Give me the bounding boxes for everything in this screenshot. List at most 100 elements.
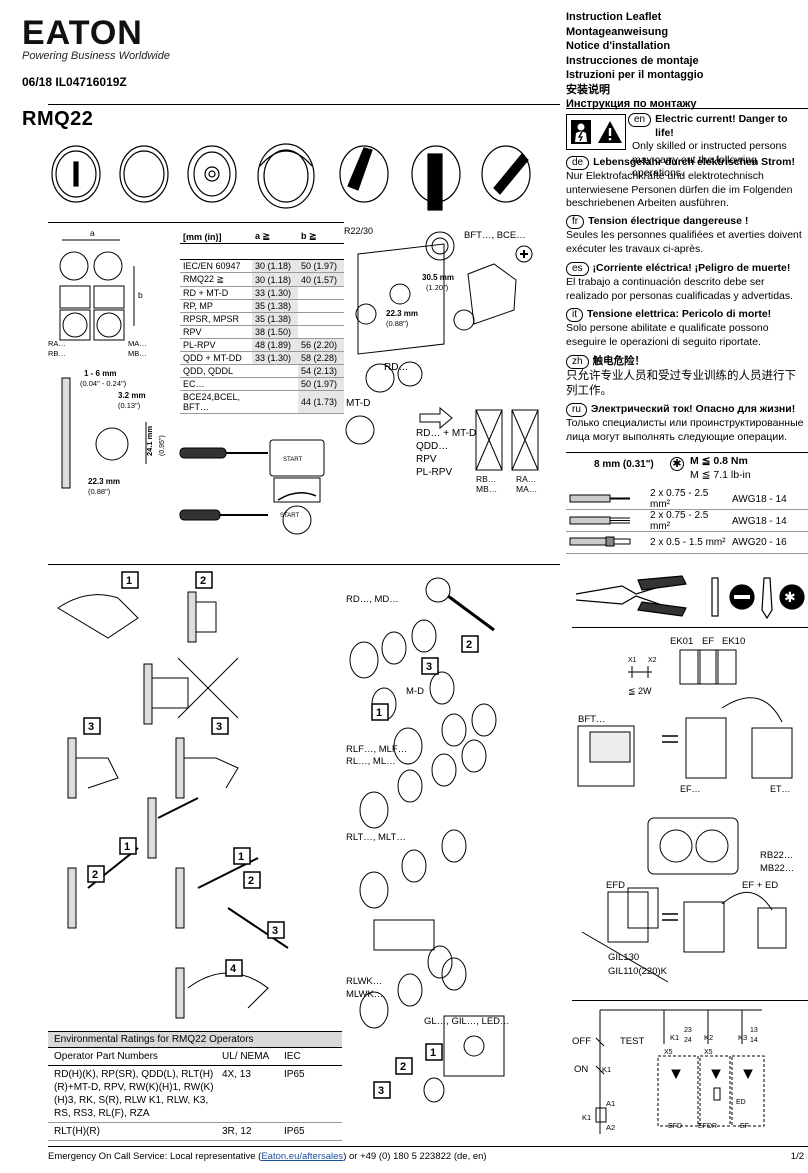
warning-triangle-icon (597, 121, 622, 143)
warning-text-es: El trabajo a continuación descrito debe … (566, 276, 794, 302)
warning-text-it: Solo persone abilitate e qualificate pos… (566, 322, 769, 348)
mb-label: MB… (128, 349, 147, 358)
rd-label: RD… (384, 362, 408, 373)
table-row: RD(H)(K), RP(SR), QDD(L), RLT(H)(R)+MT-D… (48, 1066, 342, 1123)
mid-step-2b-label: 2 (400, 1061, 406, 1073)
rdlist-3: PL-RPV (416, 467, 452, 478)
dim-cell: 38 (1.50) (252, 325, 298, 339)
aftersales-link[interactable]: Eaton.eu/aftersales (261, 1151, 344, 1162)
step-2-label: 2 (200, 575, 206, 587)
dim-header-b: b ≧ (298, 230, 344, 244)
header-rule (48, 104, 560, 105)
wire-size-0: 2 x 0.75 - 2.5 mm² (650, 488, 709, 510)
dim-header-unit: [mm (in)] (180, 230, 252, 244)
step-3-label: 3 (88, 721, 94, 733)
bft-acc-label: BFT… (578, 714, 605, 725)
dim-cell: 35 (1.38) (252, 299, 298, 313)
k3-label: K3 (738, 1033, 747, 1042)
tagline: Powering Business Worldwide (22, 50, 170, 62)
dim-cell: 44 (1.73) (298, 390, 344, 414)
section-rule-circuit (572, 1000, 808, 1001)
step-2c-label: 2 (248, 875, 254, 887)
rdlist-1: QDD… (416, 441, 448, 452)
dim-b-label: b (138, 290, 143, 300)
table-row: RLT(H)(R) 3R, 12 IP65 (48, 1123, 342, 1141)
wire-ferrule-icon (569, 536, 631, 547)
env-header-ul: UL/ NEMA (222, 1051, 270, 1062)
env-table-header: Operator Part Numbers UL/ NEMA IEC (48, 1048, 342, 1066)
terminal-13: 13 (750, 1027, 758, 1034)
ek10-label: EK10 (722, 636, 745, 647)
thickness-label: 1 - 6 mm (84, 369, 116, 378)
ek01-label: EK01 (670, 636, 693, 647)
warning-heading-it: Tensione elettrica: Pericolo di morte! (587, 308, 772, 320)
x5-label-2: X5 (704, 1049, 713, 1056)
leaflet-title-ru: Инструкция по монтажу (566, 98, 697, 110)
warnings-top-rule (566, 108, 808, 109)
rdlist-0: RD… + MT-D (416, 428, 476, 439)
dim-cell: IEC/EN 60947 (180, 259, 252, 273)
dim-cell: EC… (180, 377, 252, 391)
flush-button-plain-drawing (119, 145, 169, 203)
table-row: EC…50 (1.97) (180, 377, 344, 391)
dim-cell: RPV (180, 325, 252, 339)
dim-cell: 56 (2.20) (298, 338, 344, 352)
document-id: 06/18 IL04716019Z (22, 75, 127, 89)
illuminated-button-drawing (187, 145, 237, 203)
on-label: ON (574, 1064, 588, 1075)
lang-pill-ru: ru (566, 403, 587, 417)
dim-header-a: a ≧ (252, 230, 298, 244)
dim-cell: RD + MT-D (180, 286, 252, 300)
efd-circuit-label: EFD (668, 1123, 682, 1130)
ef-ed-label: EF + ED (742, 880, 778, 891)
dim-cell: 58 (2.28) (298, 351, 344, 365)
environmental-ratings-table: Environmental Ratings for RMQ22 Operator… (48, 1031, 342, 1141)
lang-pill-it: it (566, 308, 583, 322)
diam-223-inch-label: (0.88") (386, 319, 409, 328)
dim-a-label: a (90, 228, 95, 238)
torx-icon: ✱ (670, 457, 684, 471)
key-switch-drawing (411, 145, 461, 211)
section-rule-left (48, 222, 344, 223)
dim-cell: 50 (1.97) (298, 259, 344, 273)
k1-label: K1 (670, 1033, 679, 1042)
terminal-14: 14 (750, 1037, 758, 1044)
step-1c-label: 1 (238, 851, 244, 863)
step-1-label: 1 (126, 575, 132, 587)
footer-prefix: Emergency On Call Service: Local represe… (48, 1151, 262, 1162)
warning-heading-de: Lebensgefahr durch elektrischen Strom! (593, 156, 796, 168)
wire-size-2: 2 x 0.5 - 1.5 mm² (650, 537, 726, 548)
electrician-icon (570, 120, 591, 144)
lang-pill-en: en (628, 113, 652, 127)
mounting-dimension-drawing: a b RA… RB… MA… MB… 1 - 6 mm (0.04" - 0.… (48, 228, 166, 496)
test-circuit-diagram: OFF ON TEST K1 K1 K2 K3 X5 X5 23 24 13 1… (572, 1009, 765, 1134)
mid-step-1b-label: 1 (430, 1047, 436, 1059)
ma-mount-label: MA… (516, 484, 537, 494)
height-inch-label: (0.95") (159, 435, 166, 456)
mtd-label: MT-D (346, 398, 370, 409)
off-label: OFF (572, 1036, 591, 1047)
warning-text-ru: Только специалисты или проинструктирован… (566, 417, 804, 443)
dim-cell: 40 (1.57) (298, 272, 344, 287)
warning-it: it Tensione elettrica: Pericolo di morte!… (566, 308, 806, 349)
tools-drawing: ✱ (575, 575, 805, 620)
torque-inch-label: M ≦ 7.1 lb-in (690, 469, 751, 481)
notch-inch-label: (0.13") (118, 401, 141, 410)
env-header-parts: Operator Part Numbers (54, 1051, 158, 1062)
wire-awg-1: AWG18 - 14 (732, 515, 787, 527)
raised-button-drawing (257, 143, 315, 209)
dim-cell (298, 299, 344, 313)
lang-pill-es: es (566, 262, 589, 276)
pointed-screwdriver-icon (761, 577, 773, 620)
wire-stranded-icon (569, 516, 630, 524)
k1-contact-label: K1 (602, 1065, 611, 1074)
wire-spec-header: 8 mm (0.31") ✱ M ≦ 0.8 Nm M ≦ 7.1 lb-in (566, 452, 808, 486)
rb-mount-label: RB… (476, 474, 496, 484)
env-row-1-iec: IP65 (284, 1126, 305, 1137)
selector-switch-drawing (339, 145, 389, 203)
